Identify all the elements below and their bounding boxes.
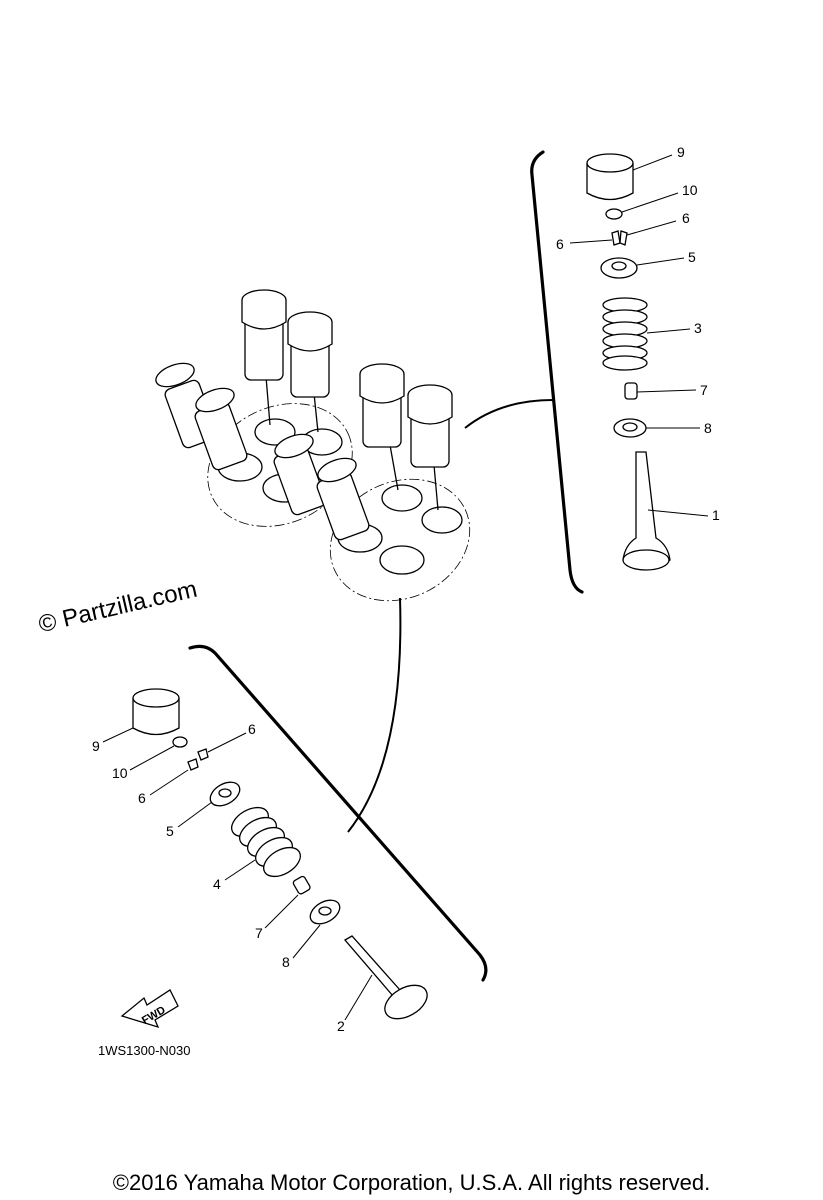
adjusting-pad-icon [605,208,623,220]
stem-seal-icon [292,875,311,895]
exhaust-valve-icon [343,935,428,1020]
left-group-parts [102,688,428,1021]
adjusting-pad-icon [172,736,188,748]
valve-cotter-icon [611,230,621,246]
left-connector-line [347,597,402,833]
callout-left-lifter: 9 [92,738,100,754]
callout-left-cotter-a: 6 [248,721,256,737]
left-group-bracket [188,644,488,982]
valve-lifter-icon [132,688,180,736]
callout-right-cotter-b: 6 [556,236,564,252]
callout-right-cotter-a: 6 [682,210,690,226]
copyright-notice: ©2016 Yamaha Motor Corporation, U.S.A. A… [112,1170,711,1195]
spring-seat-icon [613,418,647,438]
callout-left-spring: 4 [213,876,221,892]
callout-left-cotter-b: 6 [138,790,146,806]
callout-left-pad: 10 [112,765,128,781]
spring-retainer-icon [600,257,638,279]
callout-right-pad: 10 [682,182,698,198]
callout-right-lifter: 9 [677,144,685,160]
callout-right-valve: 1 [712,507,720,523]
spring-retainer-icon [209,781,241,807]
right-group-bracket [530,150,584,594]
right-connector-line [464,399,554,429]
diagram-code: 1WS1300-N030 [98,1043,191,1058]
callout-right-seal: 7 [700,382,708,398]
intake-valve-icon [622,451,671,571]
valve-cotter-icon [197,748,209,761]
callout-left-valve: 2 [337,1018,345,1034]
callout-right-spring: 3 [694,320,702,336]
forward-arrow-icon: FWD [120,989,179,1029]
valve-spring-icon [602,297,648,371]
valve-lifter-icon [586,153,634,201]
callout-left-seat: 8 [282,954,290,970]
valve-spring-icon [231,806,301,878]
callout-right-seat: 8 [704,420,712,436]
right-group-parts [569,153,709,571]
spring-seat-icon [309,899,341,925]
callout-right-retainer: 5 [688,249,696,265]
stem-seal-icon [624,382,638,400]
valve-assembly-center [155,289,471,602]
callout-left-retainer: 5 [166,823,174,839]
callout-left-seal: 7 [255,925,263,941]
